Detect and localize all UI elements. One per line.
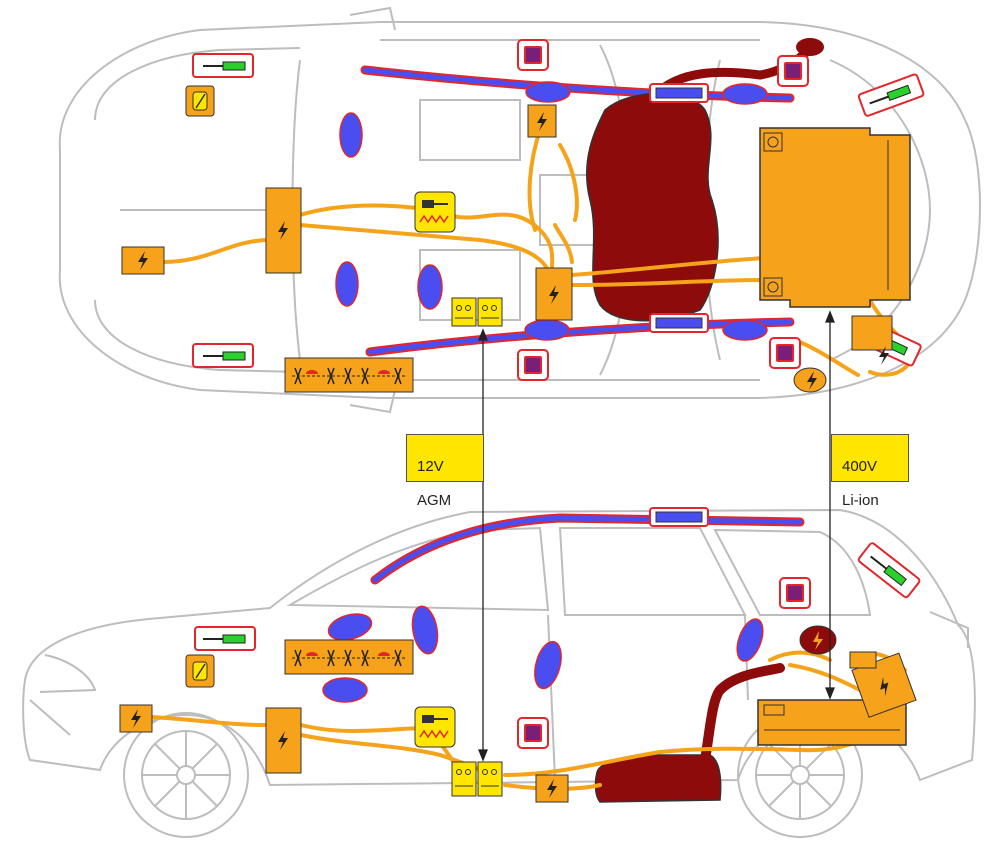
sensor-icon <box>517 39 809 381</box>
battery-icon <box>451 761 503 797</box>
hv-connector-side <box>849 651 877 669</box>
side-airbag-module-top <box>649 83 709 333</box>
airbag-control-strip-top <box>284 357 414 393</box>
battery-12v-label: 12V AGM <box>406 434 484 509</box>
gas-strut-icon <box>857 73 925 117</box>
battery-400v-label: 400V Li-ion <box>831 434 909 509</box>
airbag-icon <box>335 81 768 341</box>
battery-12v-voltage: 12V <box>417 458 444 475</box>
lightning-icon <box>121 246 165 275</box>
battery-icon <box>451 297 503 327</box>
lightning-icon <box>535 267 573 321</box>
lightning-icon <box>527 104 557 138</box>
lightning-icon <box>265 187 302 274</box>
high-voltage-wiring-side <box>150 650 907 791</box>
seatbelt-pretensioner-icon <box>414 191 456 233</box>
lightning-icon <box>119 704 153 733</box>
battery-12v-leader-line <box>478 328 488 762</box>
hv-battery-top <box>759 127 911 308</box>
gas-strut-icon <box>192 343 254 368</box>
battery-12v-type: AGM <box>417 492 452 509</box>
gas-strut-icon <box>192 53 254 78</box>
seatbelt-pretensioner-icon <box>414 706 456 748</box>
fuse-icon <box>185 654 215 688</box>
lightning-icon <box>851 315 893 365</box>
battery-400v-leader-line <box>825 310 835 700</box>
curtain-airbag-side <box>370 513 805 585</box>
lightning-icon <box>535 774 569 803</box>
airbag-icon <box>322 605 764 703</box>
sensor-icon <box>517 577 811 749</box>
fuel-filler-side <box>700 663 785 765</box>
battery-400v-voltage: 400V <box>842 458 878 475</box>
wheel-front <box>123 712 249 838</box>
lightning-icon <box>265 707 302 774</box>
battery-400v-type: Li-ion <box>842 492 879 509</box>
side-airbag-module-side <box>649 507 709 527</box>
high-voltage-wiring-top <box>161 128 913 377</box>
gas-strut-icon <box>857 542 921 599</box>
fuel-cap-top <box>796 38 824 56</box>
lightning-icon <box>799 625 837 655</box>
airbag-control-strip-side <box>284 639 414 675</box>
fuse-icon <box>185 85 215 117</box>
lightning-icon <box>793 367 827 393</box>
gas-strut-icon <box>194 626 256 651</box>
top-view-car-outline <box>58 6 981 414</box>
